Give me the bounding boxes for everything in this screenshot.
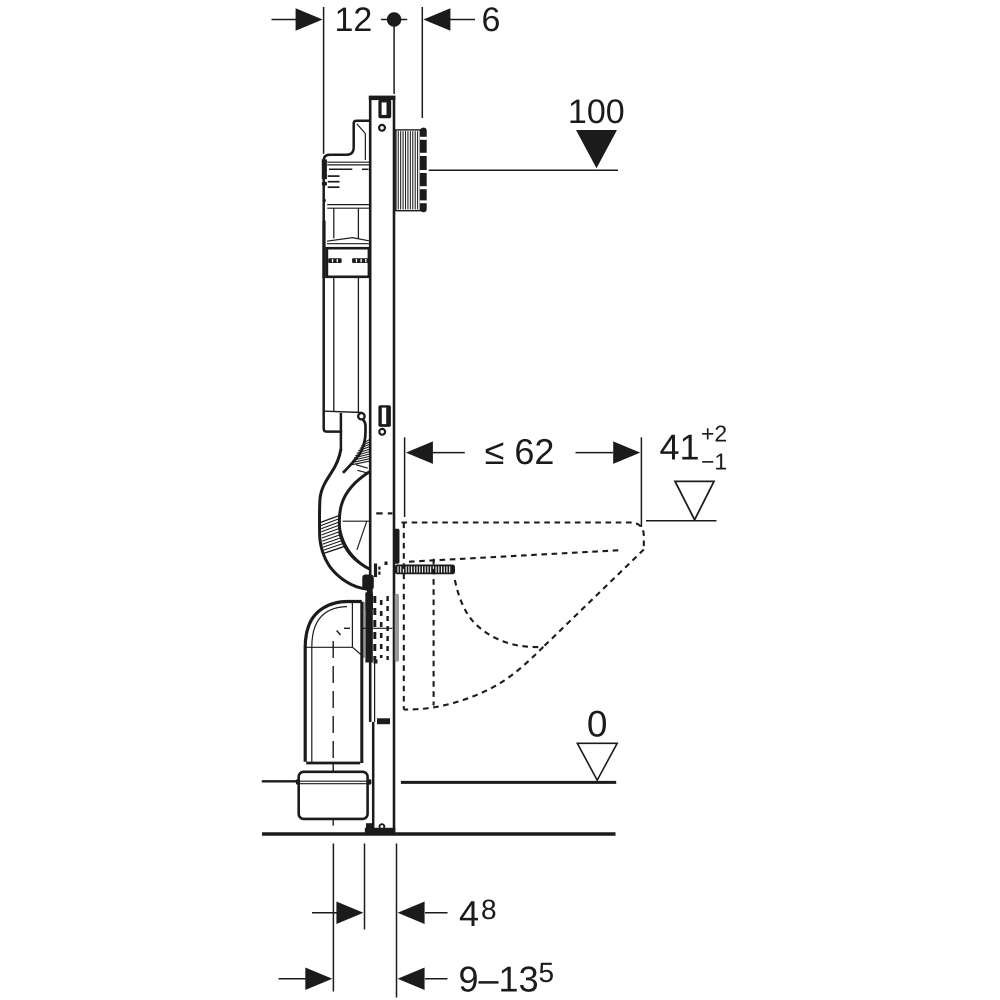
svg-text:6: 6 (482, 1, 501, 39)
svg-text:9–13: 9–13 (459, 959, 539, 1000)
svg-text:12: 12 (335, 1, 373, 39)
svg-text:4: 4 (459, 893, 479, 934)
svg-text:5: 5 (539, 957, 555, 988)
svg-text:100: 100 (568, 93, 625, 131)
svg-text:0: 0 (587, 703, 608, 744)
svg-text:8: 8 (481, 894, 497, 925)
svg-text:+2: +2 (701, 421, 727, 447)
svg-text:−1: −1 (701, 449, 727, 475)
svg-text:≤ 62: ≤ 62 (485, 431, 555, 472)
svg-text:41: 41 (660, 427, 700, 468)
